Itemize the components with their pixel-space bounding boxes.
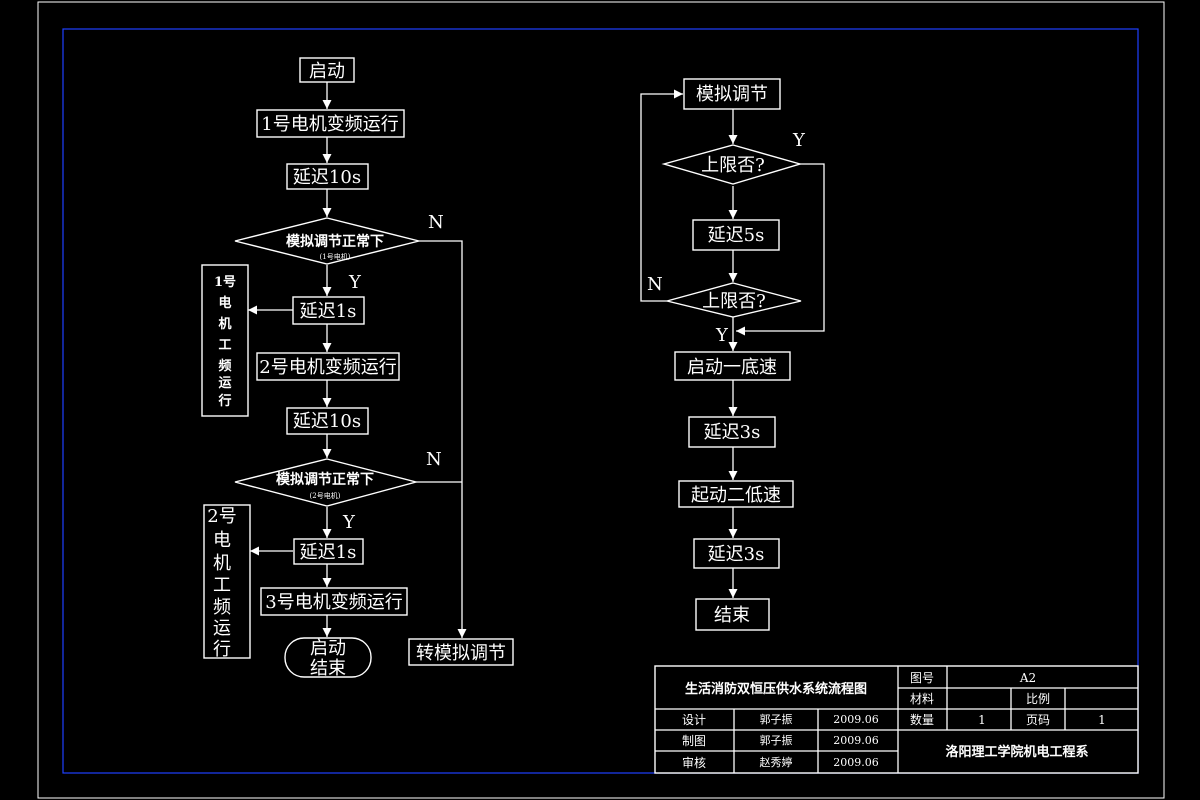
analog-label: 模拟调节	[696, 84, 768, 105]
row-3-name: 赵秀婷	[760, 755, 793, 769]
delay4-box	[293, 538, 364, 565]
start-low1-box	[674, 351, 791, 381]
qty-value: 1	[978, 713, 986, 727]
right-end-box	[695, 598, 770, 631]
row-2-role: 制图	[682, 734, 706, 748]
end-terminator	[284, 637, 372, 678]
decision1-diamond	[234, 217, 420, 265]
upper2-label: 上限否?	[702, 291, 766, 312]
delay4-label: 延迟1s	[300, 542, 357, 563]
side1-box	[201, 264, 249, 417]
right-flowchart: 模拟调节 上限否? Y 延迟5s 上限否? N Y 启动一底速 延迟3s 起动二…	[640, 78, 825, 631]
motor3-run-box	[260, 587, 408, 616]
delay6-label: 延迟3s	[704, 422, 761, 443]
right-end-label: 结束	[714, 605, 750, 626]
side2-line-4: 工	[213, 575, 231, 596]
delay3-label: 延迟10s	[293, 411, 361, 432]
row-1-date: 2009.06	[833, 713, 879, 726]
organization: 洛阳理工学院机电工程系	[945, 744, 1088, 760]
outer-frame	[37, 1, 1165, 799]
drawing-no-label: 图号	[910, 671, 934, 685]
side1-line-7: 行	[217, 393, 231, 409]
start-box	[299, 57, 355, 83]
end-label-line-2: 结束	[310, 658, 346, 679]
decision1-no: N	[428, 212, 444, 233]
row-1-name: 郭子振	[760, 712, 793, 726]
to-analog-label: 转模拟调节	[416, 643, 506, 664]
side2-line-3: 机	[213, 553, 231, 574]
row-3-role: 审核	[682, 755, 706, 770]
page-label: 页码	[1026, 713, 1050, 727]
delay3-box	[286, 407, 369, 435]
title-block: 生活消防双恒压供水系统流程图 图号 A2 材料 比例 数量 1 页码 1 设计 …	[654, 665, 1139, 774]
delay7-label: 延迟3s	[708, 544, 765, 565]
scale-label: 比例	[1026, 692, 1050, 706]
decision2-diamond	[234, 458, 419, 507]
upper2-yes: Y	[715, 325, 729, 346]
side1-line-5: 频	[218, 358, 231, 374]
drawing-title: 生活消防双恒压供水系统流程图	[685, 681, 867, 697]
side1-line-2: 电	[218, 295, 231, 311]
start-low2-label: 起动二低速	[691, 485, 781, 506]
row-2-name: 郭子振	[760, 733, 793, 747]
material-label: 材料	[910, 692, 934, 706]
drawing-no: A2	[1019, 671, 1036, 685]
row-1-role: 设计	[682, 713, 706, 727]
side2-line-7: 行	[213, 639, 231, 660]
delay6-box	[688, 416, 776, 448]
qty-label: 数量	[910, 712, 934, 727]
start-low2-box	[678, 480, 794, 508]
delay1-label: 延迟10s	[293, 167, 361, 188]
delay1-box	[286, 163, 369, 190]
upper1-label: 上限否?	[701, 155, 765, 176]
side2-line-5: 频	[213, 597, 231, 618]
motor3-run-label: 3号电机变频运行	[265, 592, 402, 613]
page-value: 1	[1098, 713, 1106, 727]
delay2-label: 延迟1s	[300, 301, 357, 322]
delay5-label: 延迟5s	[708, 225, 765, 246]
side2-line-2: 电	[213, 530, 231, 551]
side1-line-4: 工	[218, 338, 231, 353]
decision2-label: 模拟调节正常下	[276, 471, 374, 488]
side1-line-6: 运	[218, 376, 231, 391]
delay7-box	[693, 538, 780, 569]
side2-line-6: 运	[213, 618, 231, 639]
left-flowchart: 启动 1号电机变频运行 延迟10s 模拟调节正常下 (1号电机) Y N 延迟1…	[201, 57, 514, 679]
motor2-run-box	[256, 352, 400, 381]
motor1-run-box	[256, 109, 405, 138]
decision1-sublabel: (1号电机)	[320, 252, 351, 261]
inner-frame	[62, 28, 1139, 774]
to-analog-box	[408, 638, 514, 666]
decision2-sublabel: (2号电机)	[310, 491, 341, 500]
start-low1-label: 启动一底速	[687, 357, 777, 378]
decision1-label: 模拟调节正常下	[286, 233, 384, 250]
upper1-yes: Y	[792, 130, 806, 151]
decision2-yes: Y	[342, 512, 356, 533]
motor2-run-label: 2号电机变频运行	[259, 357, 396, 378]
end-label-line-1: 启动	[310, 638, 346, 659]
upper1-diamond	[661, 144, 803, 185]
upper2-no: N	[647, 274, 663, 295]
row-3-date: 2009.06	[833, 756, 879, 769]
side1-line-1: 1号	[214, 275, 236, 290]
start-label: 启动	[309, 61, 345, 82]
decision2-no: N	[426, 449, 442, 470]
row-2-date: 2009.06	[833, 734, 879, 747]
analog-box	[683, 78, 781, 110]
side1-line-3: 机	[218, 316, 231, 332]
delay5-box	[692, 219, 780, 251]
upper2-diamond	[666, 282, 802, 318]
motor1-run-label: 1号电机变频运行	[261, 114, 398, 135]
decision1-yes: Y	[348, 272, 362, 293]
side2-line-1: 2号	[207, 506, 236, 527]
delay2-box	[292, 296, 365, 325]
side2-box	[203, 504, 251, 659]
